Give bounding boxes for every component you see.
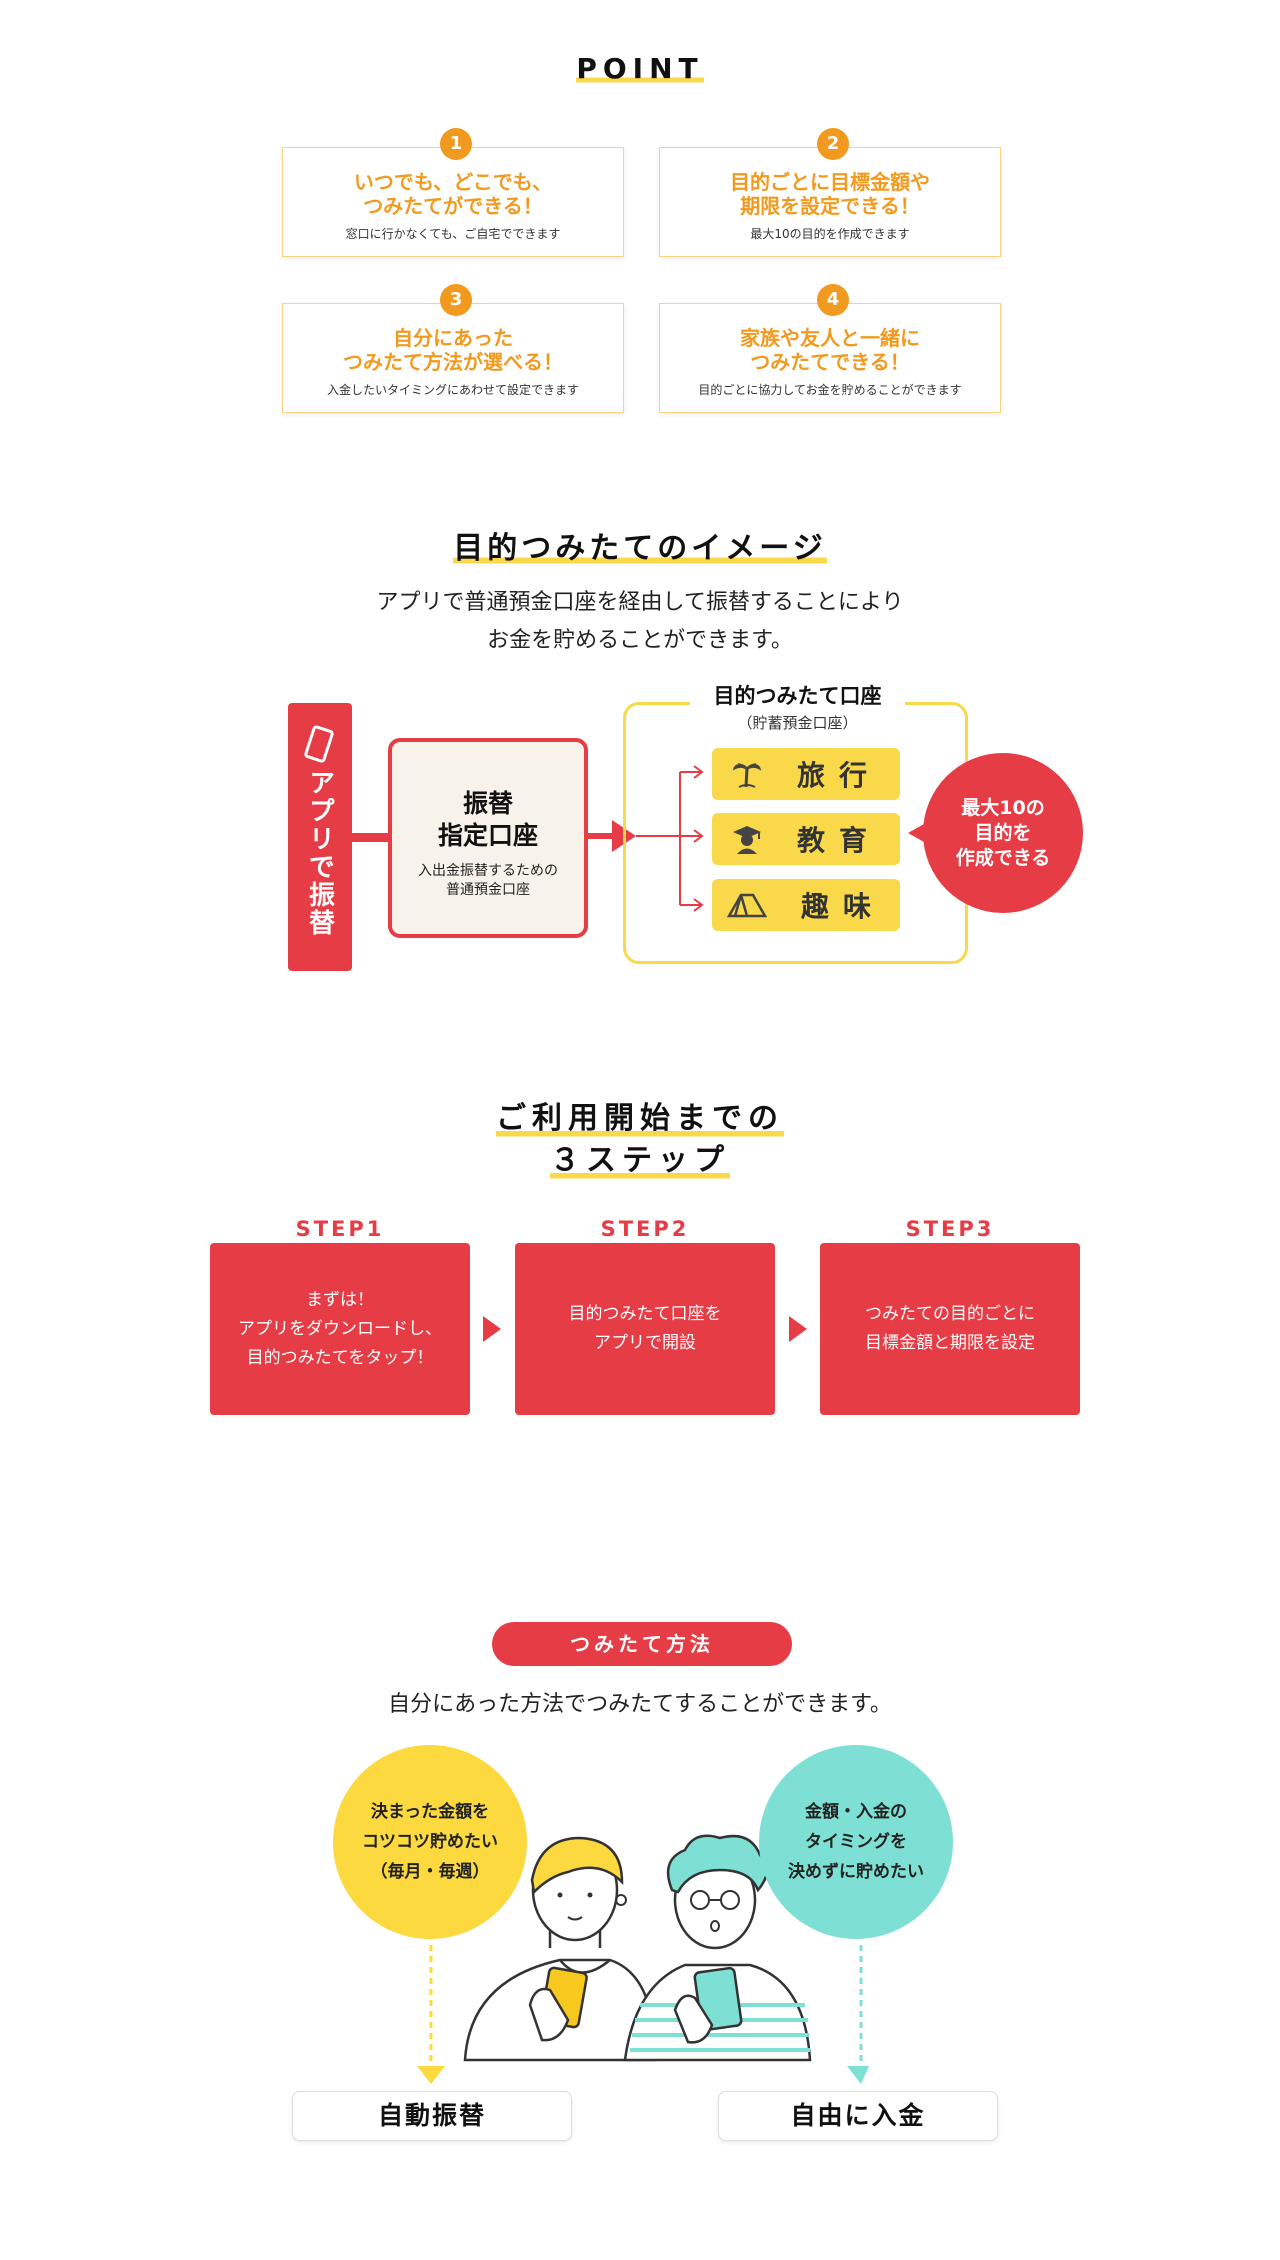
point-number-badge: 1 <box>440 128 472 160</box>
step-box-3: つみたての目的ごとに 目標金額と期限を設定 <box>820 1243 1080 1415</box>
steps-title-line2: ３ステップ <box>550 1140 730 1182</box>
app-transfer-label: アプリで振替 <box>304 769 335 937</box>
people-illustration <box>463 1834 812 2062</box>
point-card-title: 自分にあった つみたて方法が選べる！ <box>343 326 563 374</box>
auto-transfer-label: 自動振替 <box>292 2091 572 2141</box>
step-box-1: まずは！ アプリをダウンロードし、 目的つみたてをタップ！ <box>210 1243 470 1415</box>
goal-item-education: 教育 <box>712 813 900 865</box>
point-card-4: 家族や友人と一緒に つみたてできる！ 目的ごとに協力してお金を貯めることができま… <box>659 303 1001 413</box>
step-label: STEP3 <box>905 1217 995 1241</box>
fixed-amount-bubble: 決まった金額を コツコツ貯めたい （毎月・毎週） <box>333 1745 527 1939</box>
goal-item-travel: 旅行 <box>712 748 900 800</box>
goal-account-title: 目的つみたて口座 <box>713 684 882 708</box>
tent-icon <box>726 893 767 918</box>
methods-heading-pill: つみたて方法 <box>492 1622 792 1666</box>
point-card-title: いつでも、どこでも、 つみたてができる！ <box>353 170 553 218</box>
transfer-account-sub: 入出金振替するための 普通預金口座 <box>418 863 558 898</box>
point-card-sub: 目的ごとに協力してお金を貯めることができます <box>698 383 962 397</box>
free-deposit-label: 自由に入金 <box>718 2091 998 2141</box>
goal-label: 趣味 <box>800 890 885 923</box>
point-heading: POINT <box>0 52 1280 85</box>
point-card-2: 目的ごとに目標金額や 期限を設定できる！ 最大10の目的を作成できます <box>659 147 1001 257</box>
goal-label: 教育 <box>796 824 881 857</box>
step-arrow-icon <box>789 1316 807 1342</box>
graduate-icon <box>732 826 761 854</box>
smartphone-icon <box>303 724 335 764</box>
palm-tree-icon <box>732 763 762 788</box>
step-box-2: 目的つみたて口座を アプリで開設 <box>515 1243 775 1415</box>
transfer-account-box: 振替 指定口座 入出金振替するための 普通預金口座 <box>388 738 588 938</box>
goal-account-subtitle: （貯蓄預金口座） <box>737 714 858 732</box>
free-deposit-bubble: 金額・入金の タイミングを 決めずに貯めたい <box>759 1745 953 1939</box>
step-label: STEP2 <box>600 1217 690 1241</box>
point-card-1: いつでも、どこでも、 つみたてができる！ 窓口に行かなくても、ご自宅でできます <box>282 147 624 257</box>
step-arrow-icon <box>483 1316 501 1342</box>
point-card-sub: 窓口に行かなくても、ご自宅でできます <box>345 227 561 241</box>
method-arrows <box>417 1945 869 2084</box>
goal-account-header: 目的つみたて口座 （貯蓄預金口座） <box>690 680 905 733</box>
point-title: POINT <box>576 52 704 85</box>
point-card-sub: 入金したいタイミングにあわせて設定できます <box>326 383 579 397</box>
image-section-title: 目的つみたてのイメージ <box>453 523 827 567</box>
image-section-heading: 目的つみたてのイメージ <box>0 523 1280 567</box>
methods-description: 自分にあった方法でつみたてすることができます。 <box>388 1692 892 1717</box>
point-card-title: 目的ごとに目標金額や 期限を設定できる！ <box>730 170 930 218</box>
point-card-sub: 最大10の目的を作成できます <box>750 227 910 241</box>
point-number-badge: 3 <box>440 284 472 316</box>
point-number-badge: 2 <box>817 128 849 160</box>
point-card-3: 自分にあった つみたて方法が選べる！ 入金したいタイミングにあわせて設定できます <box>282 303 624 413</box>
image-section-description: アプリで普通預金口座を経由して振替することにより お金を貯めることができます。 <box>376 590 904 653</box>
goal-label: 旅行 <box>796 759 881 792</box>
point-card-title: 家族や友人と一緒に つみたてできる！ <box>740 326 920 374</box>
max-goals-badge: 最大10の 目的を 作成できる <box>923 753 1083 913</box>
steps-title-line1: ご利用開始までの <box>496 1098 784 1140</box>
transfer-account-title: 振替 指定口座 <box>437 789 538 850</box>
goal-item-hobby: 趣味 <box>712 879 900 931</box>
steps-heading: ご利用開始までの ３ステップ <box>0 1098 1280 1182</box>
point-number-badge: 4 <box>817 284 849 316</box>
max-badge-pointer <box>908 824 924 842</box>
app-transfer-bar: アプリで振替 <box>288 703 352 971</box>
step-label: STEP1 <box>295 1217 385 1241</box>
